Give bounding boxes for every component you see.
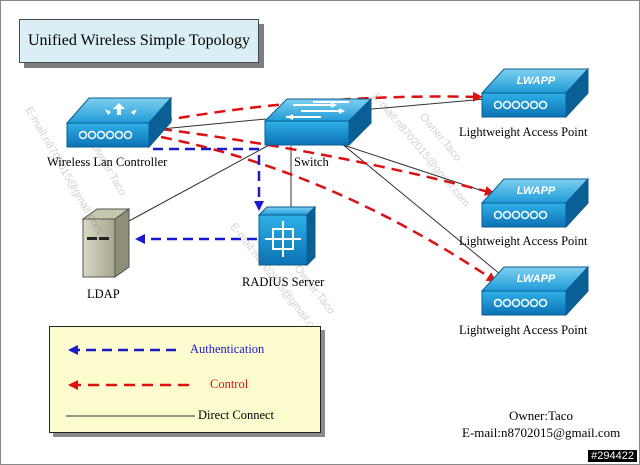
legend-control-label: Control [210, 377, 249, 391]
legend: Authentication Control Direct Connect [49, 326, 321, 433]
wlc-label: Wireless Lan Controller [47, 155, 168, 169]
image-id-tag: #294422 [588, 450, 637, 462]
control-wlc-ap2 [160, 127, 495, 196]
link-switch-ap3 [340, 142, 507, 280]
link-switch-ap1 [348, 98, 487, 112]
wlc-icon[interactable] [65, 96, 173, 149]
ap2-lwapp-badge: LWAPP [517, 185, 556, 197]
owner-name: Owner:Taco [509, 408, 574, 423]
control-wlc-ap3 [160, 135, 497, 283]
radius-label: RADIUS Server [242, 275, 325, 289]
radius-server-icon[interactable] [257, 205, 317, 267]
link-switch-ldap [128, 143, 272, 222]
legend-authentication-label: Authentication [190, 342, 265, 356]
ap1-icon[interactable]: LWAPP [480, 67, 590, 119]
switch-label: Switch [294, 155, 329, 169]
legend-direct-label: Direct Connect [198, 408, 275, 422]
auth-wlc-radius [153, 147, 264, 211]
ap3-icon[interactable]: LWAPP [480, 265, 590, 317]
diagram-title: Unified Wireless Simple Topology [19, 19, 259, 63]
ap3-label: Lightweight Access Point [459, 323, 588, 337]
ap2-icon[interactable]: LWAPP [480, 177, 590, 229]
direct-connect-links [128, 98, 507, 280]
ap2-label: Lightweight Access Point [459, 234, 588, 248]
authentication-links [135, 147, 264, 244]
ap1-label: Lightweight Access Point [459, 125, 588, 139]
owner-email: E-mail:n8702015@gmail.com [462, 425, 621, 440]
ap1-lwapp-badge: LWAPP [517, 75, 556, 87]
legend-swatches [66, 345, 195, 417]
ldap-server-icon[interactable] [81, 208, 131, 278]
control-wlc-ap1 [160, 91, 483, 123]
link-wlc-switch [160, 118, 267, 130]
control-links [160, 91, 497, 283]
ap3-lwapp-badge: LWAPP [517, 273, 556, 285]
switch-icon[interactable] [263, 97, 373, 147]
ldap-label: LDAP [87, 287, 120, 301]
